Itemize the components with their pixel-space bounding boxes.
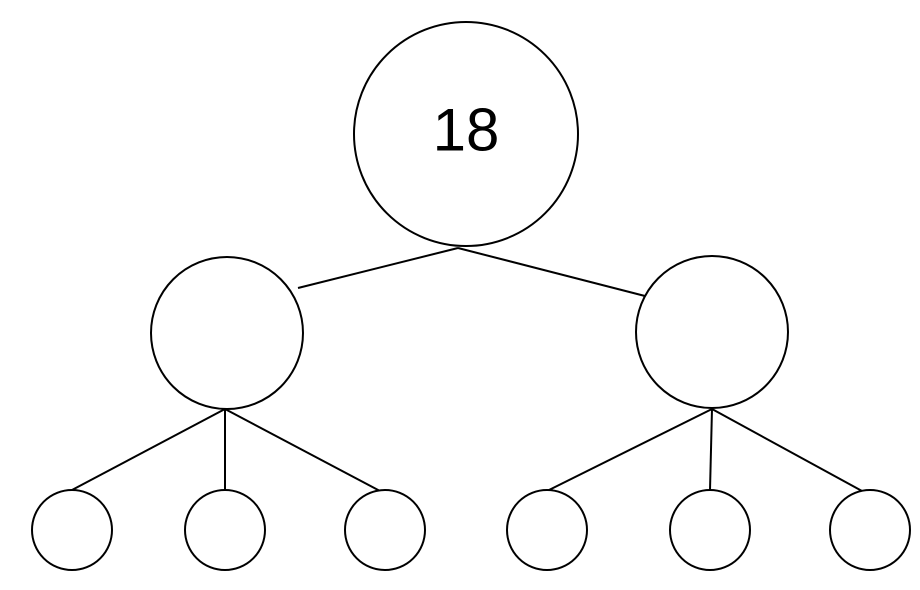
leaf-node	[184, 489, 266, 571]
leaf-node	[31, 489, 113, 571]
edge-right-leaf-1	[546, 408, 713, 492]
edge-right-leaf-3	[711, 408, 863, 492]
right-child-node	[635, 255, 789, 409]
edge-left-leaf-3	[224, 408, 381, 492]
left-child-node	[150, 256, 304, 410]
edge-right-leaf-2	[709, 408, 713, 491]
leaf-node	[669, 489, 751, 571]
root-node-label: 18	[433, 97, 500, 164]
edge-root-left	[297, 247, 459, 289]
leaf-node	[344, 489, 426, 571]
edge-root-right	[457, 247, 646, 297]
leaf-node	[506, 489, 588, 571]
edge-left-leaf-1	[71, 408, 226, 491]
root-node	[353, 21, 579, 247]
leaf-node	[829, 489, 911, 571]
